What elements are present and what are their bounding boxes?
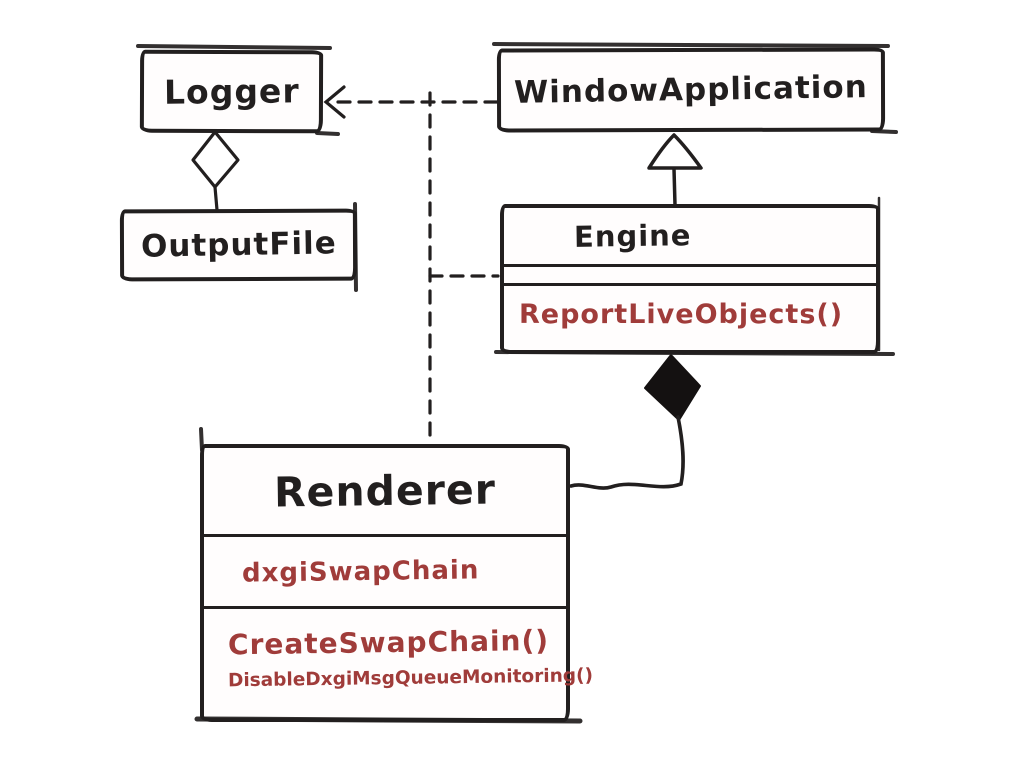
- class-name-engine: Engine: [573, 218, 692, 254]
- composition-engine-renderer: [571, 355, 700, 488]
- class-methods-section: CreateSwapChain() DisableDxgiMsgQueueMon…: [204, 606, 594, 718]
- class-title-section: Renderer: [204, 448, 566, 534]
- open-diamond: [193, 132, 238, 187]
- connector-line: [215, 187, 217, 210]
- class-methods-section: ReportLiveObjects(): [504, 283, 876, 350]
- sketch-stroke-logger-top: [138, 46, 330, 48]
- sketch-stroke-logger-bottom-right: [317, 133, 338, 134]
- class-name-renderer: Renderer: [273, 465, 497, 517]
- method-report-live-objects: ReportLiveObjects(): [519, 299, 844, 330]
- class-name-window-application: WindowApplication: [513, 69, 869, 111]
- connector-line: [674, 169, 675, 205]
- class-title-section: Engine: [504, 208, 876, 264]
- class-box-logger: Logger: [139, 49, 324, 134]
- method-disable-dxgi-msg-queue-monitoring: DisableDxgiMsgQueueMonitoring(): [227, 665, 594, 692]
- class-title-section: OutputFile: [124, 213, 353, 278]
- hollow-triangle: [649, 135, 701, 168]
- method-create-swap-chain: CreateSwapChain(): [227, 623, 550, 662]
- attribute-dxgi-swap-chain: dxgiSwapChain: [241, 554, 480, 589]
- class-box-engine: Engine ReportLiveObjects(): [500, 204, 880, 354]
- sketch-stroke-winapp-top: [494, 44, 888, 46]
- dependency-arrow-windowapplication-to-logger: [326, 87, 497, 117]
- open-arrowhead: [326, 87, 344, 117]
- class-name-output-file: OutputFile: [140, 225, 337, 265]
- inheritance-engine-windowapplication: [649, 135, 701, 205]
- class-name-logger: Logger: [163, 71, 300, 112]
- class-attributes-section: dxgiSwapChain: [204, 534, 566, 606]
- class-title-section: Logger: [144, 54, 319, 130]
- class-box-output-file: OutputFile: [119, 208, 358, 282]
- filled-diamond: [645, 355, 700, 420]
- aggregation-logger-outputfile: [193, 132, 238, 210]
- class-box-renderer: Renderer dxgiSwapChain CreateSwapChain()…: [200, 444, 594, 722]
- class-title-section: WindowApplication: [501, 52, 881, 129]
- class-box-window-application: WindowApplication: [496, 47, 886, 133]
- connector-line: [571, 417, 683, 488]
- class-attributes-section-empty: [504, 264, 876, 283]
